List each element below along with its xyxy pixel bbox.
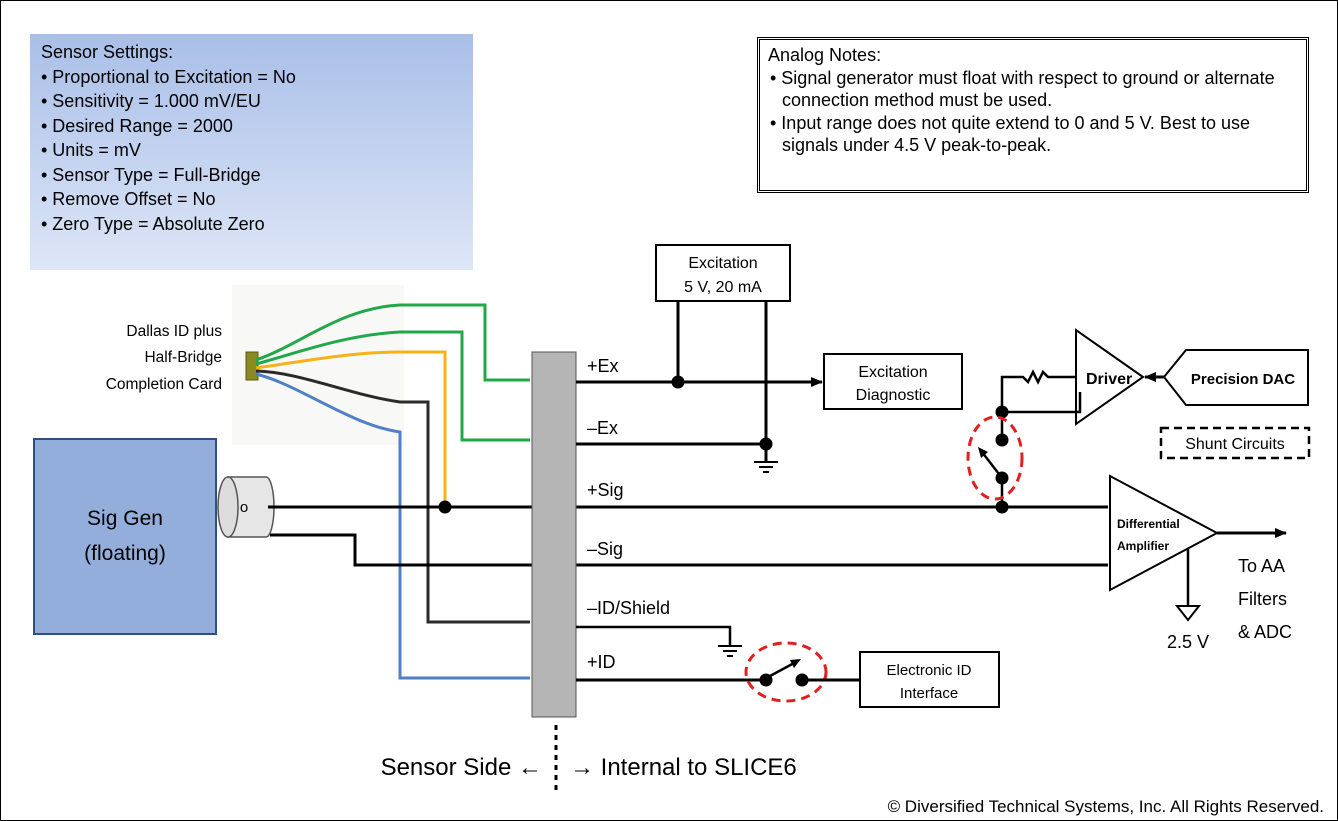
coax-connector [217, 476, 275, 538]
electronic-id-sublabel: Interface [900, 685, 958, 702]
id-switch-blade [769, 660, 797, 678]
setting-desired-range: • Desired Range = 2000 [41, 115, 233, 136]
sig-gen-sublabel: (floating) [84, 542, 166, 565]
shunt-switch-contact-top [995, 433, 1009, 447]
pin-minus-ex: –Ex [587, 418, 618, 438]
id-switch-arrow [790, 659, 801, 668]
brown-wire-shield [255, 369, 530, 624]
electronic-id-label: Electronic ID [886, 662, 971, 679]
card-photo-background [232, 285, 404, 445]
excitation-diagnostic-sublabel: Diagnostic [856, 387, 931, 404]
setting-sensitivity: • Sensitivity = 1.000 mV/EU [41, 91, 261, 111]
green-wire-minus-ex [255, 330, 530, 442]
setting-zero-type: • Zero Type = Absolute Zero [41, 213, 265, 234]
connector-block [531, 351, 577, 718]
junction-shunt-sig [995, 500, 1009, 514]
copyright-notice: © Diversified Technical Systems, Inc. Al… [887, 797, 1324, 816]
output-label-line3: & ADC [1238, 622, 1292, 642]
shunt-circuits-label: Shunt Circuits [1185, 436, 1285, 453]
id-switch-contact-left [759, 673, 773, 687]
sig-gen-label: Sig Gen [87, 507, 163, 530]
sensor-side-label: Sensor Side ← [381, 754, 542, 781]
pin-plus-id: +ID [587, 652, 616, 672]
junction-plus-sig [438, 500, 452, 514]
setting-remove-offset: • Remove Offset = No [41, 189, 216, 209]
card-label-line2: Half-Bridge [144, 349, 222, 366]
orange-wire-plus-sig [255, 350, 447, 505]
shunt-switch-arrow [978, 447, 988, 458]
shunt-switch-blade [981, 451, 1003, 479]
driver-label: Driver [1086, 371, 1132, 388]
sig-gen-box [33, 438, 217, 635]
blue-wire-plus-id [255, 372, 530, 680]
wire-minus-id-shield [576, 625, 732, 646]
ground-excitation [754, 461, 778, 473]
wire-minus-sig [270, 533, 1108, 567]
green-wire-plus-ex [255, 303, 530, 382]
pin-minus-sig: –Sig [587, 539, 623, 559]
sensor-settings-title: Sensor Settings: [41, 42, 174, 62]
output-label-line1: To AA [1238, 556, 1285, 576]
amplifier-sublabel: Amplifier [1117, 539, 1169, 553]
coax-center-pin: o [240, 499, 248, 516]
card-label-line1: Dallas ID plus [126, 323, 222, 340]
pin-plus-ex: +Ex [587, 356, 619, 376]
internal-side-label: → Internal to SLICE6 [570, 754, 797, 781]
excitation-rating: 5 V, 20 mA [684, 279, 762, 296]
reference-ground-symbol [1174, 605, 1202, 622]
completion-card [232, 285, 530, 680]
analog-note-range: • Input range does not quite extend to 0… [770, 112, 1250, 156]
analog-note-float: • Signal generator must float with respe… [770, 67, 1275, 111]
analog-notes-box: Analog Notes: • Signal generator must fl… [757, 37, 1309, 193]
coax-face [217, 476, 239, 538]
excitation-diagnostic-box [823, 353, 963, 410]
setting-units: • Units = mV [41, 140, 141, 160]
analog-notes-title: Analog Notes: [768, 45, 882, 65]
setting-proportional: • Proportional to Excitation = No [41, 66, 296, 87]
card-board [245, 351, 259, 381]
setting-sensor-type: • Sensor Type = Full-Bridge [41, 164, 261, 185]
pin-plus-sig: +Sig [587, 480, 624, 500]
shunt-circuits-box [1159, 426, 1311, 460]
shunt-resistor [1000, 369, 1076, 412]
ground-shield [718, 645, 742, 657]
junction-plus-ex [671, 375, 685, 389]
electronic-id-box [859, 651, 1000, 708]
differential-amplifier [1109, 474, 1220, 592]
amplifier-label: Differential [1117, 517, 1180, 531]
coax-body [227, 476, 275, 538]
card-label-line3: Completion Card [106, 376, 222, 393]
excitation-label: Excitation [688, 255, 757, 272]
precision-dac-label: Precision DAC [1191, 371, 1295, 388]
precision-dac-block [1162, 349, 1309, 406]
excitation-box [655, 244, 791, 302]
excitation-diagnostic-label: Excitation [858, 364, 927, 381]
junction-minus-ex [759, 437, 773, 451]
pin-minus-id-shield: –ID/Shield [587, 598, 670, 618]
id-switch-highlight [744, 641, 828, 703]
wire-driver-feedback [1002, 392, 1082, 414]
sensor-settings-panel: Sensor Settings: • Proportional to Excit… [30, 34, 473, 270]
output-label-line2: Filters [1238, 589, 1287, 609]
shunt-switch-highlight [966, 415, 1024, 501]
reference-voltage-label: 2.5 V [1167, 632, 1209, 652]
